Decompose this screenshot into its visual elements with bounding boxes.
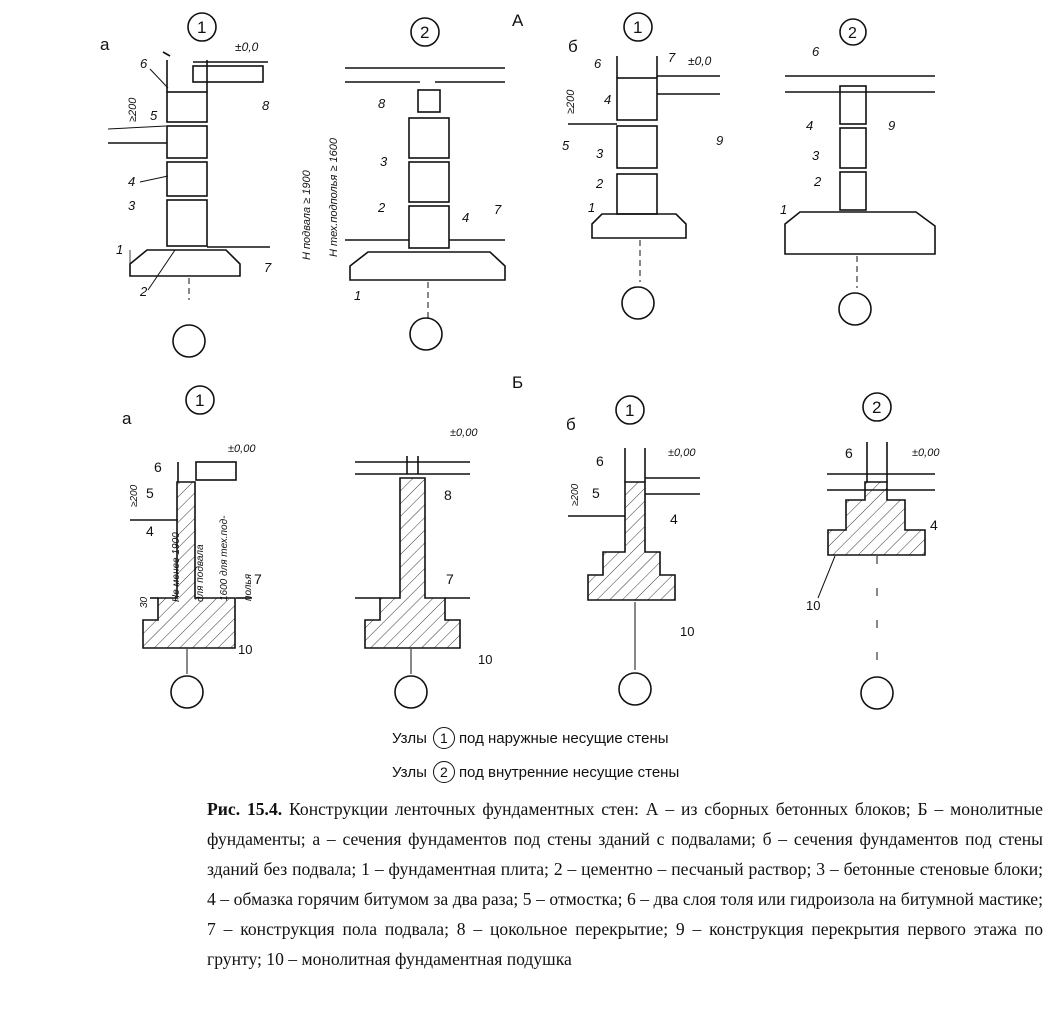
ref-2: 2 <box>813 174 822 189</box>
ref-7: 7 <box>446 571 454 587</box>
figure-caption: Рис. 15.4. Конструкции ленточных фундаме… <box>207 794 1043 974</box>
legend-text: под внутренние несущие стены <box>458 763 680 781</box>
ref-7: 7 <box>668 50 676 65</box>
height-label: Н тех.подполья ≥ 1600 <box>328 137 340 257</box>
ref-4: 4 <box>128 174 135 189</box>
ref-1: 1 <box>116 242 123 257</box>
subsection-a-label: а <box>100 35 110 54</box>
ref-4: 4 <box>462 210 469 225</box>
zero-mark: ±0,0 <box>235 40 259 54</box>
dim-label: ≥200 <box>127 97 139 122</box>
ref-10: 10 <box>680 624 694 639</box>
ref-6: 6 <box>812 44 820 59</box>
subsection-a-label: а <box>122 409 132 428</box>
height-label: для подвала <box>195 544 206 602</box>
legend-prefix: Узлы <box>392 763 427 781</box>
dim-label: 30 <box>139 596 150 608</box>
height-label: Не менее 1900 <box>171 532 182 602</box>
section-b-title: Б <box>512 373 523 392</box>
node-number: 2 <box>420 23 429 42</box>
dim-label: ≥200 <box>565 89 577 114</box>
ref-7: 7 <box>494 202 502 217</box>
foundation-diagram: А 1 а ≥200 ±0,0 Н п <box>100 11 940 710</box>
ref-6: 6 <box>594 56 602 71</box>
zero-mark: ±0,00 <box>668 447 696 459</box>
ref-2: 2 <box>139 284 148 299</box>
ref-2: 2 <box>595 176 604 191</box>
node-number: 1 <box>195 391 204 410</box>
node-number: 2 <box>848 25 857 42</box>
ref-6: 6 <box>140 56 148 71</box>
drawing-b-b-node2: 2 ±0,00 6 4 10 <box>806 392 940 710</box>
ref-4: 4 <box>604 92 611 107</box>
drawing-a-b-node1: 1 б ±0,0 6 7 4 9 5 3 2 1 ≥200 <box>562 12 723 320</box>
subsection-b-label: б <box>568 37 578 56</box>
ref-9: 9 <box>888 118 895 133</box>
drawing-a-b-node2: 2 6 4 9 3 2 1 <box>780 18 936 326</box>
ref-4: 4 <box>930 517 938 533</box>
ref-5: 5 <box>592 485 600 501</box>
ref-5: 5 <box>562 138 570 153</box>
legend-node-number: 1 <box>432 727 455 749</box>
dim-label: ≥200 <box>129 484 140 507</box>
legend-prefix: Узлы <box>392 729 427 747</box>
dim-label: ≥200 <box>570 483 581 506</box>
height-label: полья <box>243 573 254 601</box>
ref-1: 1 <box>354 288 361 303</box>
ref-10: 10 <box>238 642 252 657</box>
ref-6: 6 <box>845 445 853 461</box>
ref-4: 4 <box>806 118 813 133</box>
ref-4: 4 <box>670 511 678 527</box>
node-number: 1 <box>197 18 206 37</box>
ref-8: 8 <box>262 98 270 113</box>
ref-3: 3 <box>596 146 604 161</box>
caption-text: Конструкции ленточных фундаментных стен:… <box>207 799 1043 969</box>
zero-mark: ±0,00 <box>912 447 940 459</box>
height-label: 1600 для тех.под- <box>219 515 230 601</box>
legend-node-number: 2 <box>432 761 455 783</box>
ref-4: 4 <box>146 523 154 539</box>
node-number: 1 <box>625 401 634 420</box>
height-label: Н подвала ≥ 1900 <box>301 169 313 260</box>
ref-10: 10 <box>806 598 820 613</box>
ref-6: 6 <box>154 459 162 475</box>
drawing-b-a-node1: 1 а ±0,00 6 5 4 7 10 30 ≥200 Не менее 19… <box>122 385 262 709</box>
zero-mark: ±0,0 <box>688 54 712 68</box>
ref-3: 3 <box>128 198 136 213</box>
ref-7: 7 <box>254 571 262 587</box>
drawing-b-a-node2: ±0,00 8 7 10 <box>355 427 492 709</box>
ref-3: 3 <box>380 154 388 169</box>
subsection-b-label: б <box>566 415 576 434</box>
node-number: 2 <box>872 398 881 417</box>
ref-1: 1 <box>780 202 787 217</box>
ref-5: 5 <box>150 108 158 123</box>
figure-number: Рис. 15.4. <box>207 799 283 819</box>
ref-1: 1 <box>588 200 595 215</box>
legend-text: под наружные несущие стены <box>458 729 669 747</box>
zero-mark: ±0,00 <box>450 427 478 439</box>
drawing-a-a-node2: 2 8 3 2 4 7 1 <box>345 17 506 351</box>
drawing-b-b-node1: 1 б ±0,00 6 5 4 10 ≥200 <box>566 395 700 706</box>
ref-2: 2 <box>377 200 386 215</box>
ref-10: 10 <box>478 652 492 667</box>
section-a-title: А <box>512 11 524 30</box>
ref-3: 3 <box>812 148 820 163</box>
ref-7: 7 <box>264 260 272 275</box>
ref-5: 5 <box>146 485 154 501</box>
ref-6: 6 <box>596 453 604 469</box>
drawing-a-a-node1: 1 а ≥200 ±0,0 Н подвала ≥ 1900 Н тех. <box>100 12 340 358</box>
legend-row-2: Узлы 2 под внутренние несущие стены <box>392 761 679 783</box>
zero-mark: ±0,00 <box>228 443 256 455</box>
ref-9: 9 <box>716 133 723 148</box>
legend-row-1: Узлы 1 под наружные несущие стены <box>392 727 669 749</box>
ref-8: 8 <box>378 96 386 111</box>
ref-8: 8 <box>444 487 452 503</box>
node-number: 1 <box>633 18 642 37</box>
